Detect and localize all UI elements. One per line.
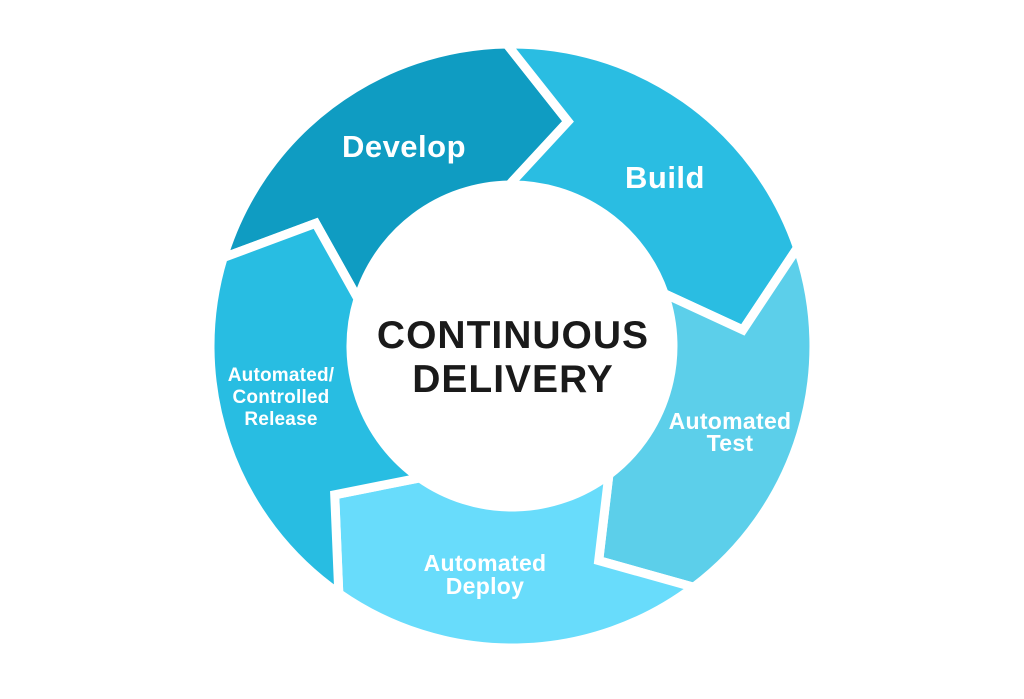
segment-automated-deploy-label-line1: Automated xyxy=(424,550,547,576)
segment-release-label-line1: Automated/ xyxy=(228,365,335,386)
segment-automated-deploy-arrow xyxy=(330,464,704,653)
center-title: CONTINUOUS DELIVERY xyxy=(377,314,649,401)
center-title-line2: DELIVERY xyxy=(412,358,614,401)
cycle-segments xyxy=(205,39,819,653)
segment-automated-deploy-label-line2: Deploy xyxy=(446,573,524,599)
segment-release-label-line3: Release xyxy=(244,409,317,430)
segment-build-label: Build xyxy=(625,160,705,195)
segment-develop-label: Develop xyxy=(342,129,466,164)
segment-labels: Develop Build Automated Test Automated D… xyxy=(228,129,792,599)
center-title-line1: CONTINUOUS xyxy=(377,314,649,357)
segment-develop-arrow xyxy=(216,39,574,311)
segment-automated-test-label-line2: Test xyxy=(707,430,754,456)
segment-automated-controlled-release-arrow xyxy=(205,217,431,603)
segment-release-label-line2: Controlled xyxy=(233,387,330,408)
segment-build-arrow xyxy=(497,39,803,336)
segment-automated-test-arrow xyxy=(593,237,819,593)
segment-automated-test-label-line1: Automated xyxy=(669,408,792,434)
